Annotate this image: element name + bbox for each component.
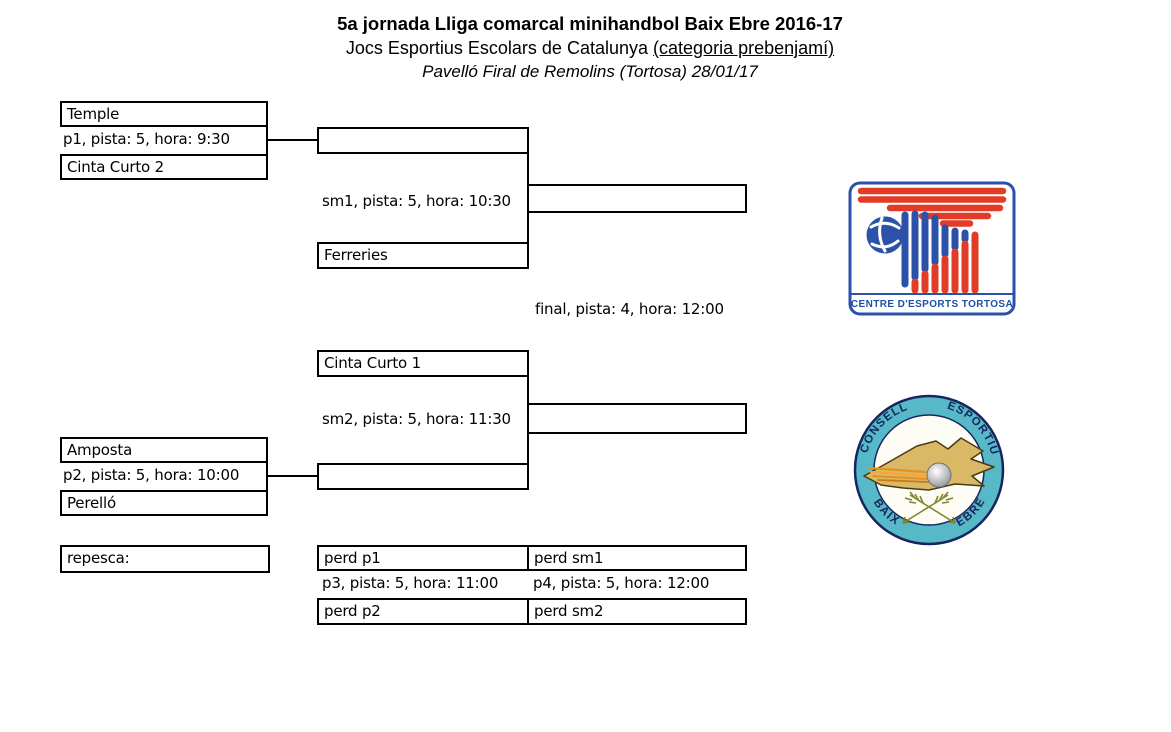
tortosa-blue-bars bbox=[901, 210, 969, 288]
repesca-box: repesca: bbox=[60, 545, 270, 573]
match-label-sm2: sm2, pista: 5, hora: 11:30 bbox=[322, 410, 511, 428]
page-title: 5a jornada Lliga comarcal minihandbol Ba… bbox=[337, 13, 843, 34]
consell-wheat-icon bbox=[902, 491, 956, 524]
tortosa-ball-icon bbox=[866, 216, 904, 254]
subtitle-text: Jocs Esportius Escolars de Catalunya bbox=[345, 38, 649, 58]
team-box-temple: Temple bbox=[60, 101, 268, 127]
tortosa-red-fan bbox=[857, 187, 1007, 227]
team-box-perd-p2: perd p2 bbox=[317, 598, 529, 625]
bracket-connector-p1 bbox=[268, 139, 318, 141]
match-label-final: final, pista: 4, hora: 12:00 bbox=[535, 300, 724, 318]
match-label-sm1: sm1, pista: 5, hora: 10:30 bbox=[322, 192, 511, 210]
match-label-p1: p1, pista: 5, hora: 9:30 bbox=[63, 130, 230, 148]
consell-baix-ebre-logo: CONSELL ESPORTIU BAIX EBRE bbox=[853, 394, 1005, 546]
team-box-cinta-curto-2: Cinta Curto 2 bbox=[60, 154, 268, 180]
page-subtitle: Jocs Esportius Escolars de Catalunya (ca… bbox=[10, 36, 1170, 60]
winner-sm1-box bbox=[527, 184, 747, 213]
match-label-p4: p4, pista: 5, hora: 12:00 bbox=[533, 574, 710, 592]
bracket-vline-p2 bbox=[266, 437, 268, 516]
bracket-connector-p2 bbox=[268, 475, 318, 477]
winner-p2-box bbox=[317, 463, 529, 490]
team-box-perd-p1: perd p1 bbox=[317, 545, 529, 571]
header: 5a jornada Lliga comarcal minihandbol Ba… bbox=[10, 12, 1170, 84]
tortosa-logo: CENTRE D'ESPORTS TORTOSA bbox=[848, 181, 1016, 316]
subtitle-category: (categoria prebenjamí) bbox=[653, 38, 835, 58]
team-box-amposta: Amposta bbox=[60, 437, 268, 463]
match-label-p3: p3, pista: 5, hora: 11:00 bbox=[322, 574, 499, 592]
consell-ball-icon bbox=[926, 462, 952, 488]
team-box-perd-sm1: perd sm1 bbox=[527, 545, 747, 571]
team-box-perello: Perelló bbox=[60, 490, 268, 516]
team-box-perd-sm2: perd sm2 bbox=[527, 598, 747, 625]
consell-comet-tail bbox=[867, 466, 929, 483]
tortosa-red-bars bbox=[911, 231, 979, 294]
team-box-cinta-curto-1: Cinta Curto 1 bbox=[317, 350, 529, 377]
tortosa-logo-caption: CENTRE D'ESPORTS TORTOSA bbox=[851, 299, 1013, 310]
winner-p1-box bbox=[317, 127, 529, 154]
venue-line: Pavelló Firal de Remolins (Tortosa) 28/0… bbox=[422, 62, 758, 81]
winner-sm2-box bbox=[527, 403, 747, 434]
match-label-p2: p2, pista: 5, hora: 10:00 bbox=[63, 466, 240, 484]
bracket-vline-p1 bbox=[266, 101, 268, 180]
team-box-ferreries: Ferreries bbox=[317, 242, 529, 269]
